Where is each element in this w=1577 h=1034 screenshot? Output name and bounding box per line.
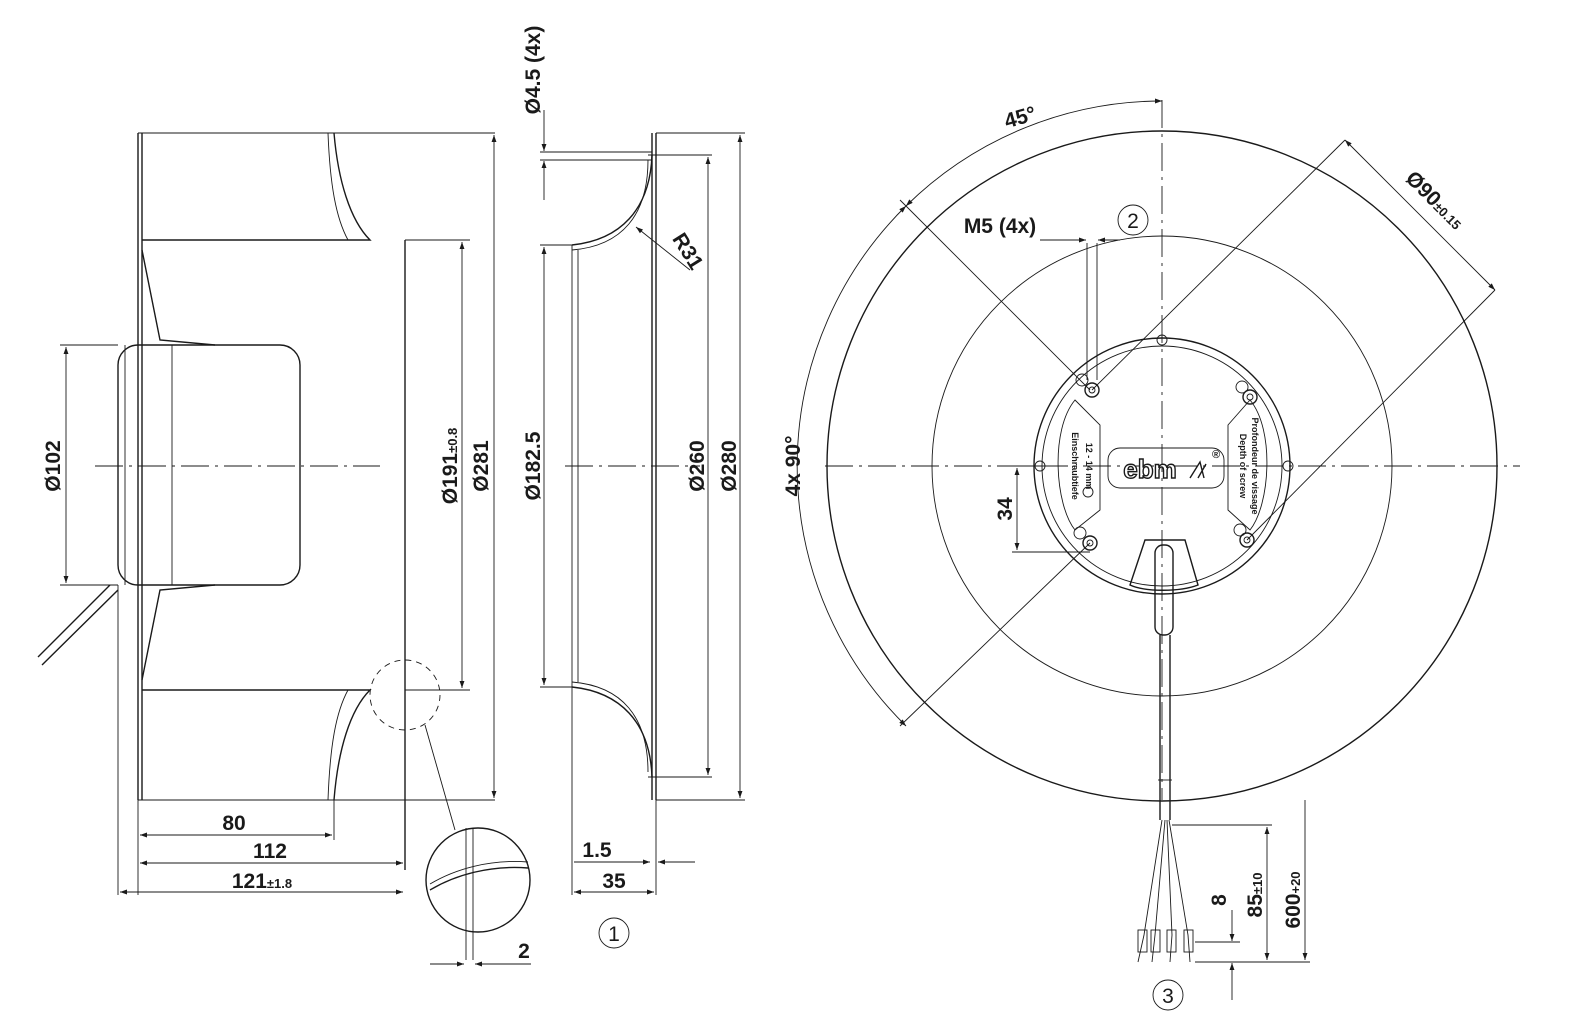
inlet-ring-dimensions: Ø4.5 (4x) R31 Ø182.5 Ø260 Ø280 1.5 35 1	[522, 26, 745, 949]
dim-4x90-label: 4x 90°	[782, 436, 805, 497]
ferrule-1	[1137, 929, 1148, 953]
dim-85-label: 85±10	[1244, 873, 1267, 918]
dim-121-label: 121±1.8	[232, 870, 292, 893]
leader-r31	[635, 226, 691, 271]
logo-fan-icon	[1189, 460, 1207, 479]
screw-bottom-left	[1073, 526, 1098, 551]
screw-top-left	[1075, 373, 1100, 398]
front-view-dimensions: 45° 4x 90° Ø90±0.15 M5 (4x) 2 34 85±10 6…	[782, 98, 1496, 1011]
hub-cone-top	[141, 249, 216, 346]
dim-45deg-label: 45°	[1002, 102, 1039, 133]
detail-leader	[424, 724, 456, 831]
label-right-text: Profondeur de vissage	[1250, 417, 1260, 514]
bottom-shroud-inner	[327, 689, 349, 801]
callout-1: 1	[608, 923, 620, 946]
dim-4-5-label: Ø4.5 (4x)	[522, 26, 545, 115]
cable-boot	[1154, 544, 1174, 636]
dim-191-label: Ø191±0.8	[439, 428, 462, 505]
callout-2-circle	[1117, 204, 1149, 236]
radial-4x90-line	[899, 542, 1091, 727]
diag-90-b	[1246, 289, 1496, 541]
side-view-dimensions: Ø102 Ø191±0.8 Ø281 80 112 121±1.8 2	[42, 135, 531, 967]
callout-2: 2	[1127, 210, 1139, 233]
inlet-ring-view	[565, 133, 700, 800]
logo-box	[1107, 447, 1225, 489]
dim-112-label: 112	[253, 840, 287, 863]
registered-mark: ®	[1212, 449, 1220, 461]
wire-3	[1166, 819, 1173, 963]
ring-top-curve	[571, 154, 653, 246]
lug-top	[1156, 334, 1168, 346]
bottom-shroud	[142, 689, 372, 801]
dim-1-5-label: 1.5	[582, 839, 612, 862]
wire-1	[1137, 819, 1163, 963]
dim-8-label: 8	[1208, 894, 1231, 906]
front-view: Einschraubtiefe 12 - 14 mm Profondeur de…	[825, 100, 1520, 963]
lug-right	[1282, 460, 1294, 472]
detail-view	[425, 827, 531, 933]
dim-80-label: 80	[222, 812, 245, 835]
wire-2	[1151, 819, 1166, 963]
cable	[37, 584, 119, 666]
detail-shroud-2	[429, 861, 529, 885]
dim-260-label: Ø260	[686, 440, 709, 491]
dim-34-label: 34	[994, 497, 1017, 521]
label-right-sub: Depth of screw	[1238, 434, 1248, 500]
callout-3: 3	[1162, 985, 1174, 1008]
callout-1-circle	[598, 917, 630, 949]
side-view	[37, 132, 531, 960]
dim-102-label: Ø102	[42, 440, 65, 491]
cable-gland	[1129, 539, 1199, 591]
dim-90	[1344, 139, 1496, 291]
dim-4x90-arc	[796, 205, 907, 727]
dim-600-label: 600+20	[1282, 871, 1305, 928]
callout-3-circle	[1152, 979, 1184, 1011]
screw-top-right	[1235, 380, 1258, 405]
dim-182-label: Ø182.5	[522, 431, 545, 500]
top-shroud	[142, 132, 372, 241]
dim-2-label: 2	[518, 940, 530, 963]
dim-90-label: Ø90±0.15	[1401, 167, 1468, 234]
ring-top-curve-inner	[571, 159, 649, 251]
top-shroud-inner	[327, 132, 349, 241]
ebm-logo: ebm	[1123, 454, 1176, 484]
ferrule-3	[1166, 929, 1177, 953]
ferrule-2	[1150, 929, 1161, 953]
label-left-text: Einschraubtiefe	[1070, 432, 1080, 500]
ring-bottom-curve	[571, 686, 653, 778]
label-hole	[1082, 486, 1094, 498]
dim-r31-label: R31	[668, 229, 708, 274]
motor-housing	[117, 344, 301, 586]
radial-45-line	[899, 199, 1091, 391]
label-plate-right	[1227, 399, 1268, 531]
hub-cone-bottom	[141, 584, 216, 681]
dim-m5-label: M5 (4x)	[964, 215, 1036, 238]
diag-90-a	[1091, 139, 1346, 391]
detail-shroud	[429, 866, 529, 891]
dim-45deg-arc	[905, 98, 1163, 207]
dim-280-label: Ø280	[718, 440, 741, 491]
ferrule-4	[1183, 929, 1194, 953]
wire-4	[1168, 819, 1191, 963]
ring-bottom-curve-inner	[571, 681, 649, 773]
dim-281-label: Ø281	[470, 440, 493, 492]
dim-35-label: 35	[602, 870, 626, 893]
label-left-sub: 12 - 14 mm	[1084, 443, 1094, 490]
detail-circle	[369, 659, 441, 731]
screw-bottom-right	[1233, 523, 1255, 548]
